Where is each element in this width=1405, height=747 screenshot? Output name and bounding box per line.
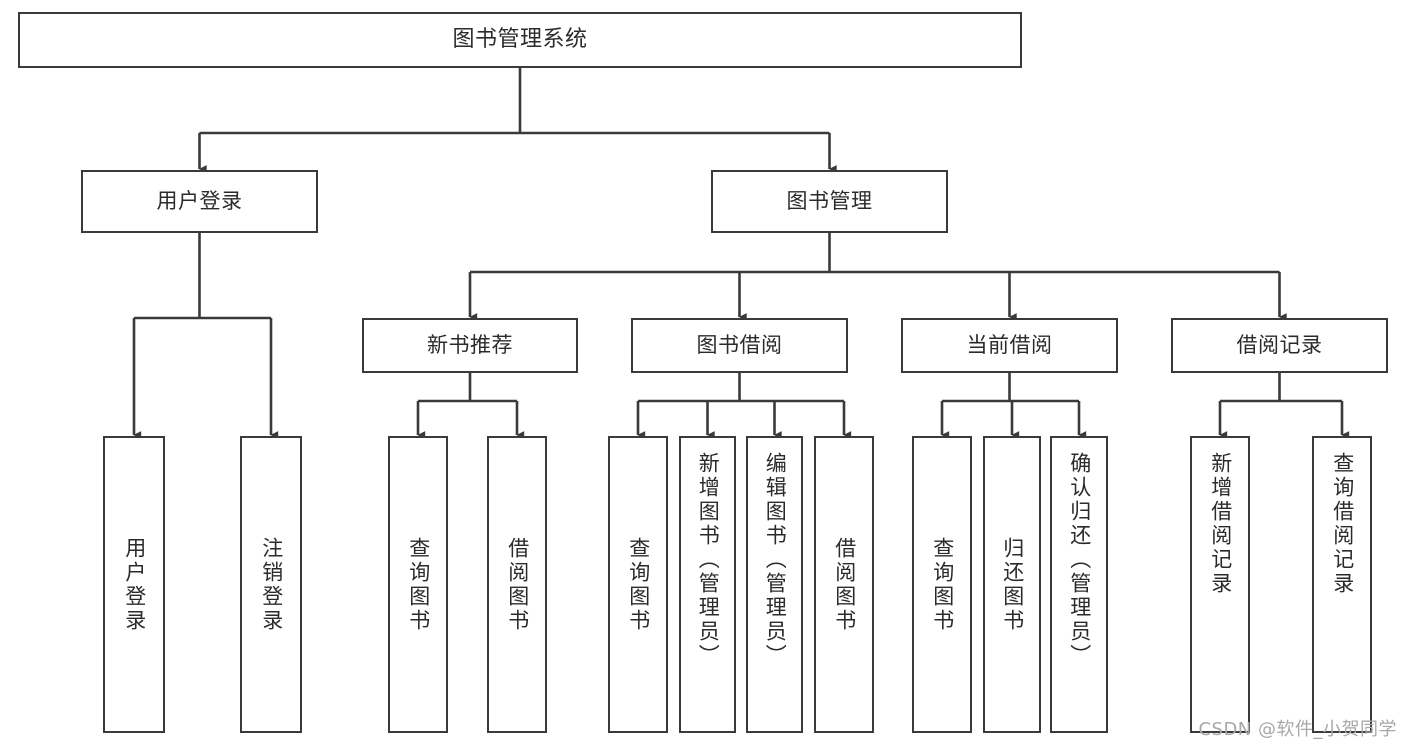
node-leaf-nb-query[interactable]: 查询图书 (388, 436, 448, 733)
node-current[interactable]: 当前借阅 (901, 318, 1118, 373)
node-label: 注销登录 (259, 536, 284, 633)
node-label: 图书管理系统 (452, 27, 588, 53)
node-label: 查询借阅记录 (1330, 452, 1355, 596)
node-leaf-re-add[interactable]: 新增借阅记录 (1190, 436, 1250, 733)
node-label: 图书管理 (786, 189, 873, 214)
node-leaf-cu-confirm[interactable]: 确认归还（管理员） (1050, 436, 1108, 733)
node-label: 查询图书 (626, 536, 651, 633)
node-label: 用户登录 (156, 189, 243, 214)
node-records[interactable]: 借阅记录 (1171, 318, 1388, 373)
node-label: 图书借阅 (696, 333, 783, 358)
node-login[interactable]: 用户登录 (81, 170, 318, 233)
node-leaf-nb-borrow[interactable]: 借阅图书 (487, 436, 547, 733)
node-label: 编辑图书（管理员） (763, 452, 788, 668)
node-leaf-re-query[interactable]: 查询借阅记录 (1312, 436, 1372, 733)
node-label: 确认归还（管理员） (1067, 452, 1092, 668)
node-leaf-cu-query[interactable]: 查询图书 (912, 436, 972, 733)
node-label: 借阅图书 (505, 536, 530, 633)
node-label: 查询图书 (930, 536, 955, 633)
node-label: 新增图书（管理员） (696, 452, 721, 668)
node-label: 新增借阅记录 (1208, 452, 1233, 596)
node-leaf-login[interactable]: 用户登录 (103, 436, 165, 733)
node-label: 当前借阅 (966, 333, 1053, 358)
node-leaf-bo-edit[interactable]: 编辑图书（管理员） (746, 436, 803, 733)
node-leaf-bo-query[interactable]: 查询图书 (608, 436, 668, 733)
node-borrow[interactable]: 图书借阅 (631, 318, 848, 373)
node-label: 借阅图书 (832, 536, 857, 633)
node-label: 用户登录 (122, 536, 147, 633)
node-label: 新书推荐 (427, 333, 513, 358)
node-label: 查询图书 (406, 536, 431, 633)
node-leaf-bo-add[interactable]: 新增图书（管理员） (679, 436, 736, 733)
node-newbook[interactable]: 新书推荐 (362, 318, 578, 373)
node-bookmgmt[interactable]: 图书管理 (711, 170, 948, 233)
node-leaf-bo-borrow[interactable]: 借阅图书 (814, 436, 874, 733)
node-label: 借阅记录 (1236, 333, 1323, 358)
node-leaf-logout[interactable]: 注销登录 (240, 436, 302, 733)
node-root[interactable]: 图书管理系统 (18, 12, 1022, 68)
node-leaf-cu-return[interactable]: 归还图书 (983, 436, 1041, 733)
watermark: CSDN @软件_小贺同学 (1198, 719, 1397, 740)
node-label: 归还图书 (1000, 536, 1025, 633)
